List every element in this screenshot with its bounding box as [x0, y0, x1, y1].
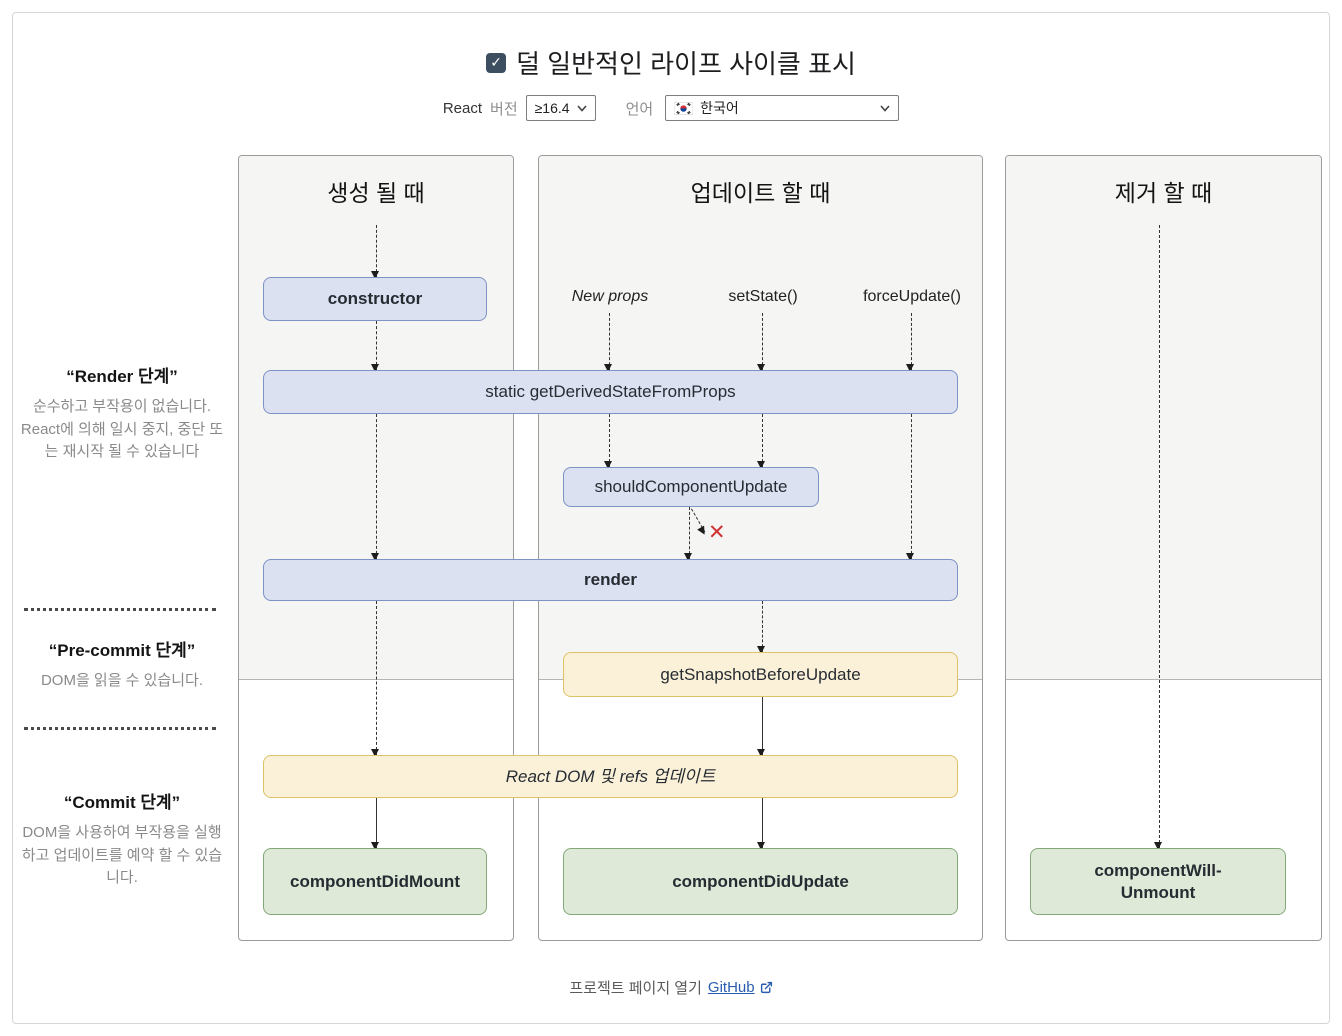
commit-phase-title: “Commit 단계” — [63, 793, 181, 812]
update-column-panel: 업데이트 할 때 — [538, 155, 983, 941]
commit-phase-section: “Commit 단계” DOM을 사용하여 부작용을 실행하고 업데이트를 예약… — [16, 788, 228, 890]
getsnapshotbeforeupdate-box[interactable]: getSnapshotBeforeUpdate — [563, 652, 958, 697]
arrow-header-to-constructor — [371, 225, 380, 279]
language-select[interactable]: 한국어 — [665, 95, 900, 121]
skip-render-x-icon: ✕ — [708, 521, 726, 544]
checkmark-icon: ✓ — [490, 54, 502, 70]
phase-divider — [24, 727, 216, 730]
phase-divider — [24, 608, 216, 611]
arrow-header-to-willunmount — [1154, 225, 1163, 850]
external-link-icon — [760, 981, 772, 994]
arrow-forceupdate-to-render — [906, 414, 915, 561]
korea-flag-icon — [674, 101, 694, 115]
github-link[interactable]: GitHub — [708, 979, 773, 996]
commit-phase-description: DOM을 사용하여 부작용을 실행하고 업데이트를 예약 할 수 있습니다. — [21, 824, 223, 886]
render-phase-title: “Render 단계” — [66, 367, 178, 386]
react-label: React — [442, 99, 483, 117]
react-dom-refs-update-box: React DOM 및 refs 업데이트 — [263, 755, 958, 798]
arrow-constructor-to-getderivedstate — [371, 321, 380, 372]
arrow-getsnapshot-to-reactdomupdate — [757, 697, 766, 757]
unmount-column-panel: 제거 할 때 — [1005, 155, 1322, 941]
react-version-value: ≥16.4 — [534, 100, 570, 116]
arrow-setstate-to-getderivedstate — [757, 313, 766, 372]
arrow-forceupdate-to-getderivedstate — [906, 313, 915, 372]
componentwillunmount-line2: Unmount — [1120, 882, 1196, 902]
update-column-header: 업데이트 할 때 — [690, 180, 831, 206]
arrow-getderivedstate-to-render — [371, 414, 380, 561]
version-label: 버전 — [490, 100, 518, 118]
page-border — [12, 12, 1330, 1024]
title-row: ✓ 덜 일반적인 라이프 사이클 표시 — [0, 44, 1342, 81]
precommit-phase-section: “Pre-commit 단계” DOM을 읽을 수 있습니다. — [16, 636, 228, 693]
language-label: 언어 — [625, 100, 654, 118]
show-less-common-checkbox[interactable]: ✓ — [486, 52, 507, 73]
footer: 프로젝트 페이지 열기 GitHub — [0, 977, 1342, 998]
chevron-down-icon — [880, 104, 890, 112]
render-box[interactable]: render — [263, 559, 958, 601]
controls-row: React 버전 ≥16.4 언어 한국어 — [0, 95, 1342, 121]
componentwillunmount-box[interactable]: componentWill- Unmount — [1030, 848, 1286, 915]
arrow-reactdomupdate-to-didmount — [371, 798, 380, 850]
arrow-render-to-reactdomupdate — [371, 601, 380, 757]
forceupdate-label: forceUpdate() — [863, 288, 961, 305]
render-phase-background — [1006, 156, 1321, 680]
arrow-getderivedstate-to-shouldupdate-left — [604, 414, 613, 469]
precommit-phase-description: DOM을 읽을 수 있습니다. — [40, 672, 204, 689]
unmount-column-header: 제거 할 때 — [1114, 180, 1213, 206]
componentdidupdate-box[interactable]: componentDidUpdate — [563, 848, 958, 915]
github-link-label: GitHub — [707, 979, 755, 996]
react-version-select[interactable]: ≥16.4 — [525, 95, 596, 121]
getderivedstatefromprops-box[interactable]: static getDerivedStateFromProps — [263, 370, 958, 414]
render-phase-background — [539, 156, 982, 680]
arrow-getderivedstate-to-shouldupdate-right — [757, 414, 766, 469]
mount-column-header: 생성 될 때 — [327, 180, 425, 206]
footer-text: 프로젝트 페이지 열기 — [569, 980, 702, 997]
language-value: 한국어 — [700, 100, 739, 116]
precommit-phase-title: “Pre-commit 단계” — [48, 641, 196, 660]
constructor-box[interactable]: constructor — [263, 277, 487, 321]
arrow-reactdomupdate-to-didupdate — [757, 798, 766, 850]
new-props-label: New props — [571, 288, 649, 305]
arrow-render-to-getsnapshot — [757, 601, 766, 654]
render-phase-description: 순수하고 부작용이 없습니다. React에 의해 일시 중지, 중단 또는 재… — [20, 398, 224, 460]
arrow-newprops-to-getderivedstate — [604, 313, 613, 372]
shouldcomponentupdate-box[interactable]: shouldComponentUpdate — [563, 467, 819, 507]
setstate-label: setState() — [728, 288, 798, 305]
render-phase-section: “Render 단계” 순수하고 부작용이 없습니다. React에 의해 일시… — [16, 362, 228, 464]
componentwillunmount-line1: componentWill- — [1094, 861, 1222, 881]
page-title: 덜 일반적인 라이프 사이클 표시 — [516, 49, 856, 79]
arrow-shouldupdate-to-render — [684, 507, 693, 561]
chevron-down-icon — [576, 104, 587, 112]
componentdidmount-box[interactable]: componentDidMount — [263, 848, 487, 915]
